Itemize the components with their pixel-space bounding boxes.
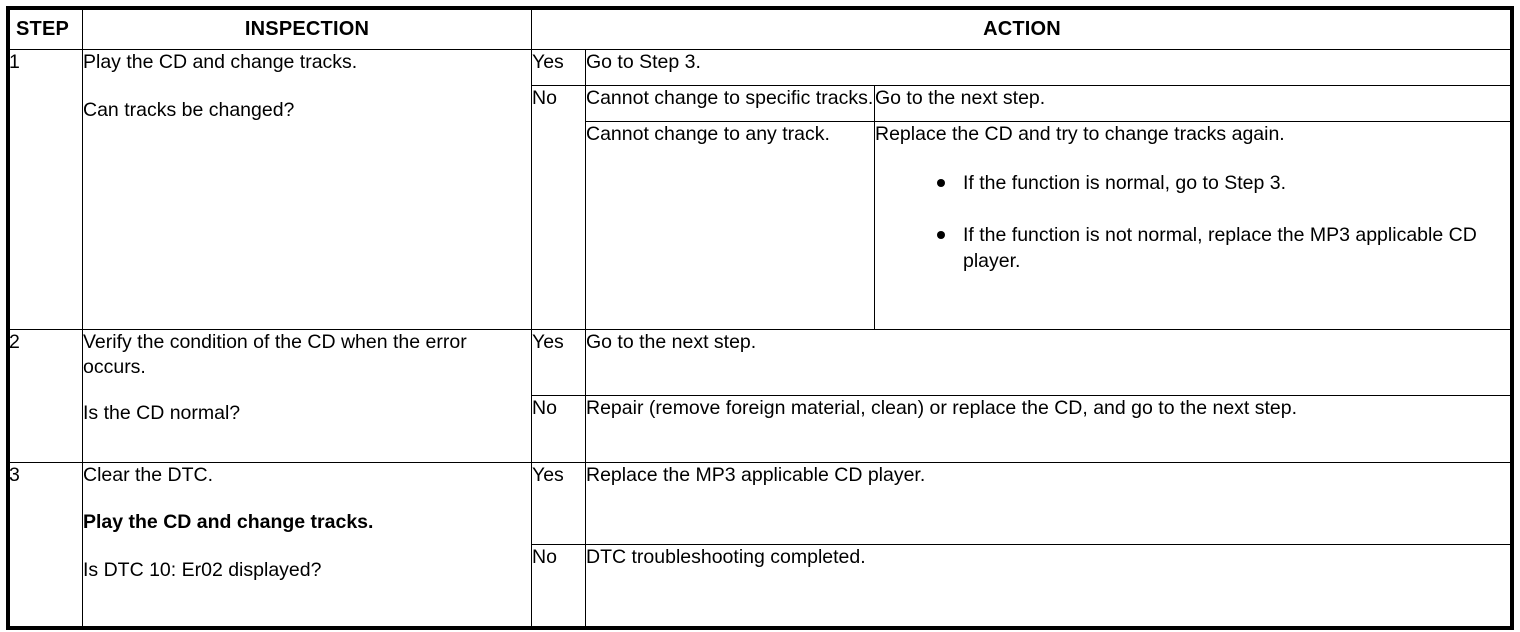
- table-row: Cannot change to any track. Replace the …: [9, 121, 1514, 330]
- answer-yes-3: Yes: [531, 461, 586, 546]
- list-item: If the function is normal, go to Step 3.: [937, 170, 1512, 196]
- answer-no-1: No: [531, 85, 586, 330]
- bullet-icon: [937, 231, 945, 240]
- step-number-3: 3: [8, 461, 83, 629]
- action-cell-3-yes: Replace the MP3 applicable CD player.: [584, 461, 1514, 546]
- column-header-inspection: INSPECTION: [82, 8, 532, 50]
- table-body: 1 Play the CD and change tracks. Can tra…: [8, 48, 1514, 629]
- table-row: 1 Play the CD and change tracks. Can tra…: [8, 48, 1514, 330]
- inspection-line: Play the CD and change tracks.: [83, 51, 358, 73]
- inspection-question: Can tracks be changed?: [83, 98, 295, 121]
- dtc-troubleshooting-table: STEP INSPECTION ACTION 1 Play the CD and…: [8, 8, 1514, 629]
- answer-no-2: No: [531, 395, 586, 463]
- action-cell-1-specific: Go to the next step.: [873, 85, 1514, 123]
- bullet-text: If the function is not normal, replace t…: [963, 224, 1477, 273]
- inspection-line: Play the CD and change tracks.: [83, 511, 374, 534]
- inspection-cell-1: Play the CD and change tracks. Can track…: [82, 49, 532, 330]
- step-number-1: 1: [8, 49, 83, 330]
- action-bullet-list: If the function is normal, go to Step 3.…: [875, 170, 1512, 274]
- table-row: 2 Verify the condition of the CD when th…: [8, 328, 1514, 463]
- action-cell-3-no: DTC troubleshooting completed.: [584, 544, 1514, 628]
- action-cell-2-yes: Go to the next step.: [584, 328, 1514, 397]
- action-cell-1-any: Replace the CD and try to change tracks …: [873, 121, 1514, 330]
- action-text: Replace the CD and try to change tracks …: [875, 123, 1285, 146]
- inspection-cell-2: Verify the condition of the CD when the …: [82, 328, 532, 463]
- header-row: STEP INSPECTION ACTION: [8, 8, 1514, 50]
- bullet-text: If the function is normal, go to Step 3.: [963, 172, 1287, 195]
- answer-yes-1: Yes: [531, 48, 586, 87]
- inspection-cell-3: Clear the DTC. Play the CD and change tr…: [82, 461, 532, 629]
- table-header: STEP INSPECTION ACTION: [8, 8, 1514, 50]
- inspection-line: Verify the condition of the CD when the …: [83, 330, 467, 379]
- list-item: If the function is not normal, replace t…: [937, 222, 1512, 274]
- step-number-2: 2: [8, 328, 83, 463]
- answer-no-3: No: [531, 544, 586, 628]
- table-row: No DTC troubleshooting completed.: [9, 544, 1514, 628]
- condition-cell-1-any: Cannot change to any track.: [585, 121, 875, 330]
- answer-yes-2: Yes: [531, 328, 586, 397]
- column-header-step: STEP: [8, 8, 83, 50]
- table-row: 3 Clear the DTC. Play the CD and change …: [8, 461, 1514, 629]
- inspection-question: Is DTC 10: Er02 displayed?: [83, 559, 322, 582]
- condition-cell-1-specific: Cannot change to specific tracks.: [585, 85, 875, 123]
- action-cell-2-no: Repair (remove foreign material, clean) …: [584, 395, 1514, 463]
- column-header-action: ACTION: [530, 8, 1514, 50]
- table-row: No Repair (remove foreign material, clea…: [9, 395, 1514, 463]
- inspection-line: Clear the DTC.: [83, 463, 214, 486]
- action-cell-1-yes: Go to Step 3.: [584, 48, 1514, 87]
- bullet-icon: [937, 179, 945, 188]
- inspection-question: Is the CD normal?: [83, 402, 241, 425]
